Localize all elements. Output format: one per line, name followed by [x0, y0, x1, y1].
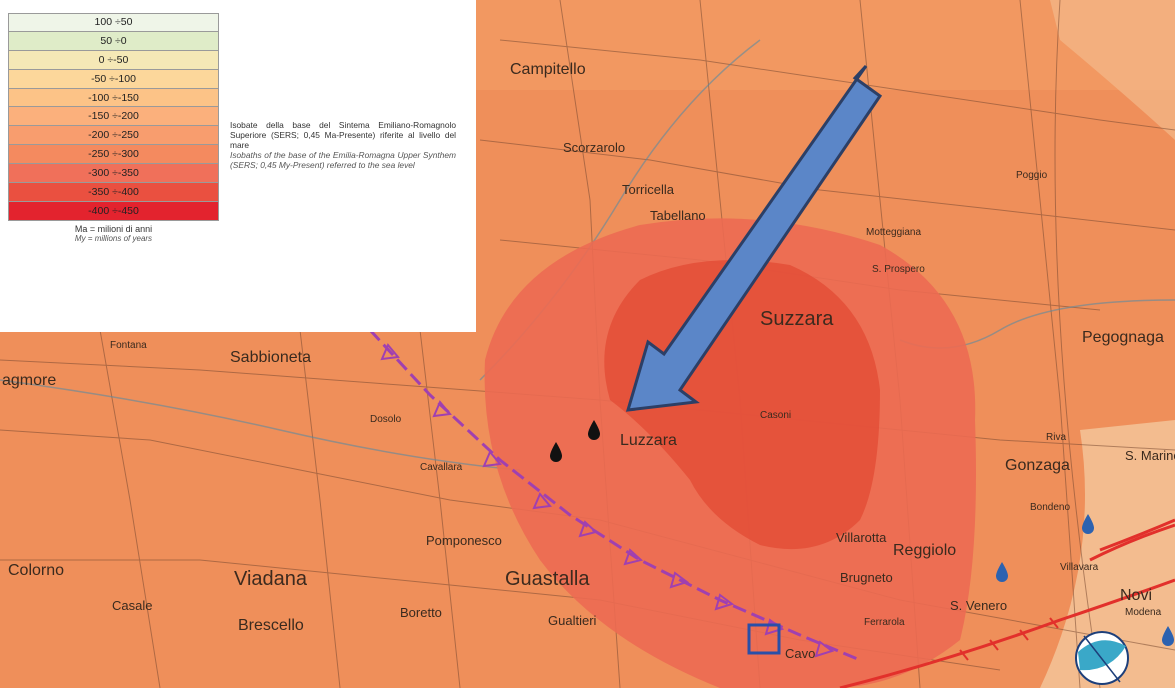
place-torricella: Torricella — [622, 182, 675, 197]
legend-row: -150 ÷-200 — [8, 107, 219, 127]
spring-marker-1 — [996, 562, 1008, 582]
place-novi: Novi — [1120, 587, 1152, 604]
place-tabellano: Tabellano — [650, 208, 706, 223]
site-square-marker — [747, 623, 781, 655]
shallow-isobath-area — [1050, 0, 1175, 140]
place-casoni: Casoni — [760, 410, 791, 421]
place-ferrarola: Ferrarola — [864, 617, 905, 628]
place-fontana: Fontana — [110, 340, 147, 351]
place-brescello: Brescello — [238, 617, 304, 634]
place-poggio: Poggio — [1016, 170, 1048, 181]
units-english: My = millions of years — [74, 234, 153, 243]
place-campitello: Campitello — [510, 61, 586, 78]
place-casalmaggiore: agmore — [2, 372, 56, 389]
legend-row: -250 ÷-300 — [8, 145, 219, 165]
place-brugneto: Brugneto — [840, 570, 893, 585]
legend-row: 0 ÷-50 — [8, 50, 219, 70]
legend-row: -400 ÷-450 — [8, 201, 219, 221]
place-s-venero: S. Venero — [950, 598, 1007, 613]
place-bondeno: Bondeno — [1030, 502, 1070, 513]
legend-units-note: Ma = milioni di anni My = millions of ye… — [8, 224, 219, 244]
spring-marker-3 — [1162, 626, 1174, 646]
place-cavo: Cavo — [785, 646, 815, 661]
place-casale: Casale — [112, 598, 152, 613]
place-riva: Riva — [1046, 432, 1066, 443]
legend-row: -50 ÷-100 — [8, 69, 219, 89]
place-viadana: Viadana — [234, 568, 308, 590]
legend-row: 50 ÷0 — [8, 31, 219, 51]
place-suzzara: Suzzara — [760, 308, 834, 330]
place-scorzarolo: Scorzarolo — [563, 140, 625, 155]
focal-mechanism-symbol — [1075, 631, 1129, 685]
legend-row: 100 ÷50 — [8, 13, 219, 32]
isobath-zone-400 — [604, 260, 880, 550]
place-pomponesco: Pomponesco — [426, 533, 502, 548]
legend-description: Isobate della base del Sintema Emiliano-… — [230, 120, 456, 170]
thrust-lines — [839, 518, 1175, 688]
place-villarotta: Villarotta — [836, 530, 887, 545]
place-reggiolo: Reggiolo — [893, 542, 956, 559]
place-boretto: Boretto — [400, 605, 442, 620]
legend-description-english: Isobaths of the base of the Emilia-Romag… — [230, 150, 456, 170]
place-pegognaga: Pegognaga — [1082, 329, 1164, 346]
place-dosolo: Dosolo — [370, 414, 402, 425]
place-sabbioneta: Sabbioneta — [230, 349, 311, 366]
thrust-ticks — [959, 617, 1059, 661]
legend-row: -100 ÷-150 — [8, 88, 219, 108]
legend-row: -200 ÷-250 — [8, 126, 219, 146]
units-italian: Ma = milioni di anni — [74, 224, 153, 234]
place-s-marino: S. Marino — [1125, 448, 1175, 463]
well-marker-1 — [550, 442, 562, 462]
place-modena: Modena — [1125, 607, 1162, 618]
place-villavara: Villavara — [1060, 562, 1099, 573]
legend-row: -350 ÷-400 — [8, 183, 219, 202]
place-gonzaga: Gonzaga — [1005, 457, 1070, 474]
spring-marker-2 — [1082, 514, 1094, 534]
place-guastalla: Guastalla — [505, 568, 590, 590]
legend-description-italian: Isobate della base del Sintema Emiliano-… — [230, 120, 456, 150]
place-motteggiana: Motteggiana — [866, 227, 921, 238]
place-luzzara: Luzzara — [620, 432, 677, 449]
fault-line — [368, 328, 861, 662]
legend-row: -300 ÷-350 — [8, 164, 219, 184]
direction-arrow — [625, 64, 883, 412]
place-colorno: Colorno — [8, 562, 64, 579]
place-s-prospero: S. Prospero — [872, 264, 925, 275]
well-marker-2 — [588, 420, 600, 440]
place-cavallara: Cavallara — [420, 462, 463, 473]
pale-area-east — [1040, 420, 1175, 688]
place-gualtieri: Gualtieri — [548, 613, 597, 628]
